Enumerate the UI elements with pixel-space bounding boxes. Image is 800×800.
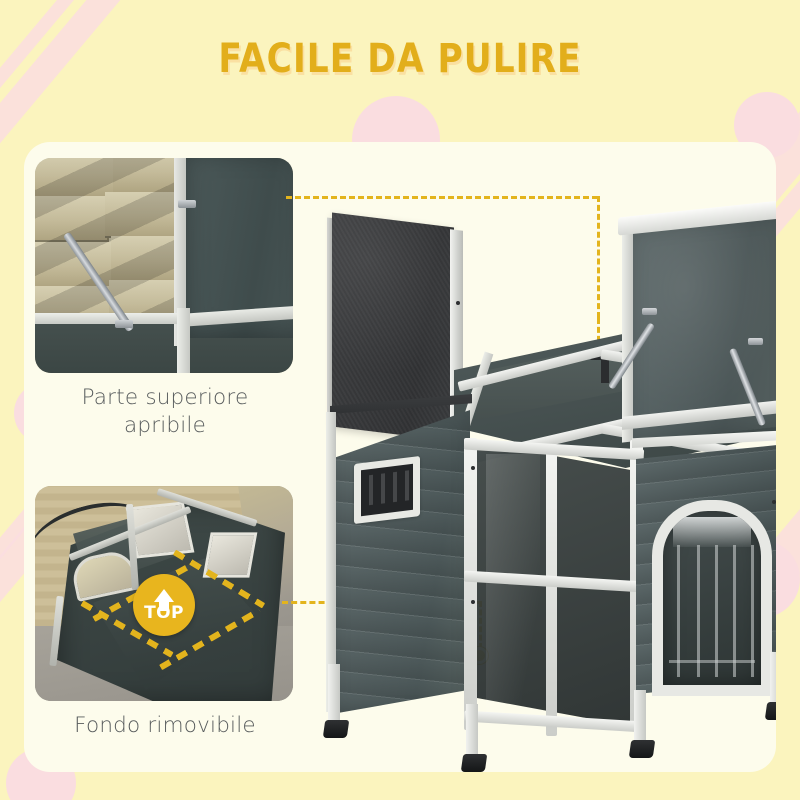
rubber-foot [460,754,488,772]
feature-openable-top: Parte superiore apribile [35,158,295,439]
box-rail [35,313,187,324]
screw [772,500,776,504]
support-leg [328,664,340,726]
strut-bracket [748,338,763,345]
product-illustration [300,198,776,772]
screw [471,600,475,604]
top-orientation-badge: TOP [133,574,195,636]
strut-bracket [642,308,657,315]
interior-light [673,517,751,547]
side-window [354,455,420,525]
callout-line-top-horizontal [286,196,598,199]
screw [471,466,475,470]
rubber-foot [628,740,656,758]
corner-post [177,308,190,373]
caption-line-1: Fondo rimovibile [74,713,256,738]
arch-entrance [652,500,772,696]
strut-bracket [115,320,133,328]
top-badge-label: TOP [144,602,184,623]
caption-line-2: apribile [123,412,207,438]
panel-frame-vertical [546,448,557,736]
support-leg [770,652,776,708]
corner-post [326,412,336,712]
feature-caption-openable-top: Parte superiore apribile [35,384,295,439]
strut-bracket [178,200,196,208]
caption-line-1: Parte superiore [81,385,249,410]
page-title: FACILE DA PULIRE [218,36,582,82]
rear-panel-left-frame [622,227,633,443]
window-glass [361,463,413,517]
screw [456,301,460,305]
feature-photo-removable-bottom: TOP [35,486,293,701]
rubber-foot [322,720,350,738]
panel-frame-vertical [464,438,477,730]
rubber-foot [764,702,776,720]
feature-photo-openable-top [35,158,293,373]
feature-removable-bottom: TOP Fondo rimovibile [35,486,295,740]
feature-caption-removable-bottom: Fondo rimovibile [35,712,295,740]
support-leg [634,690,646,746]
support-leg [466,704,478,760]
callout-line-top-vertical [597,196,600,318]
arrow-up-icon [154,588,174,611]
content-card: Parte superiore apribile [24,142,776,772]
left-side-wall [332,410,470,714]
door-threshold [669,660,755,663]
